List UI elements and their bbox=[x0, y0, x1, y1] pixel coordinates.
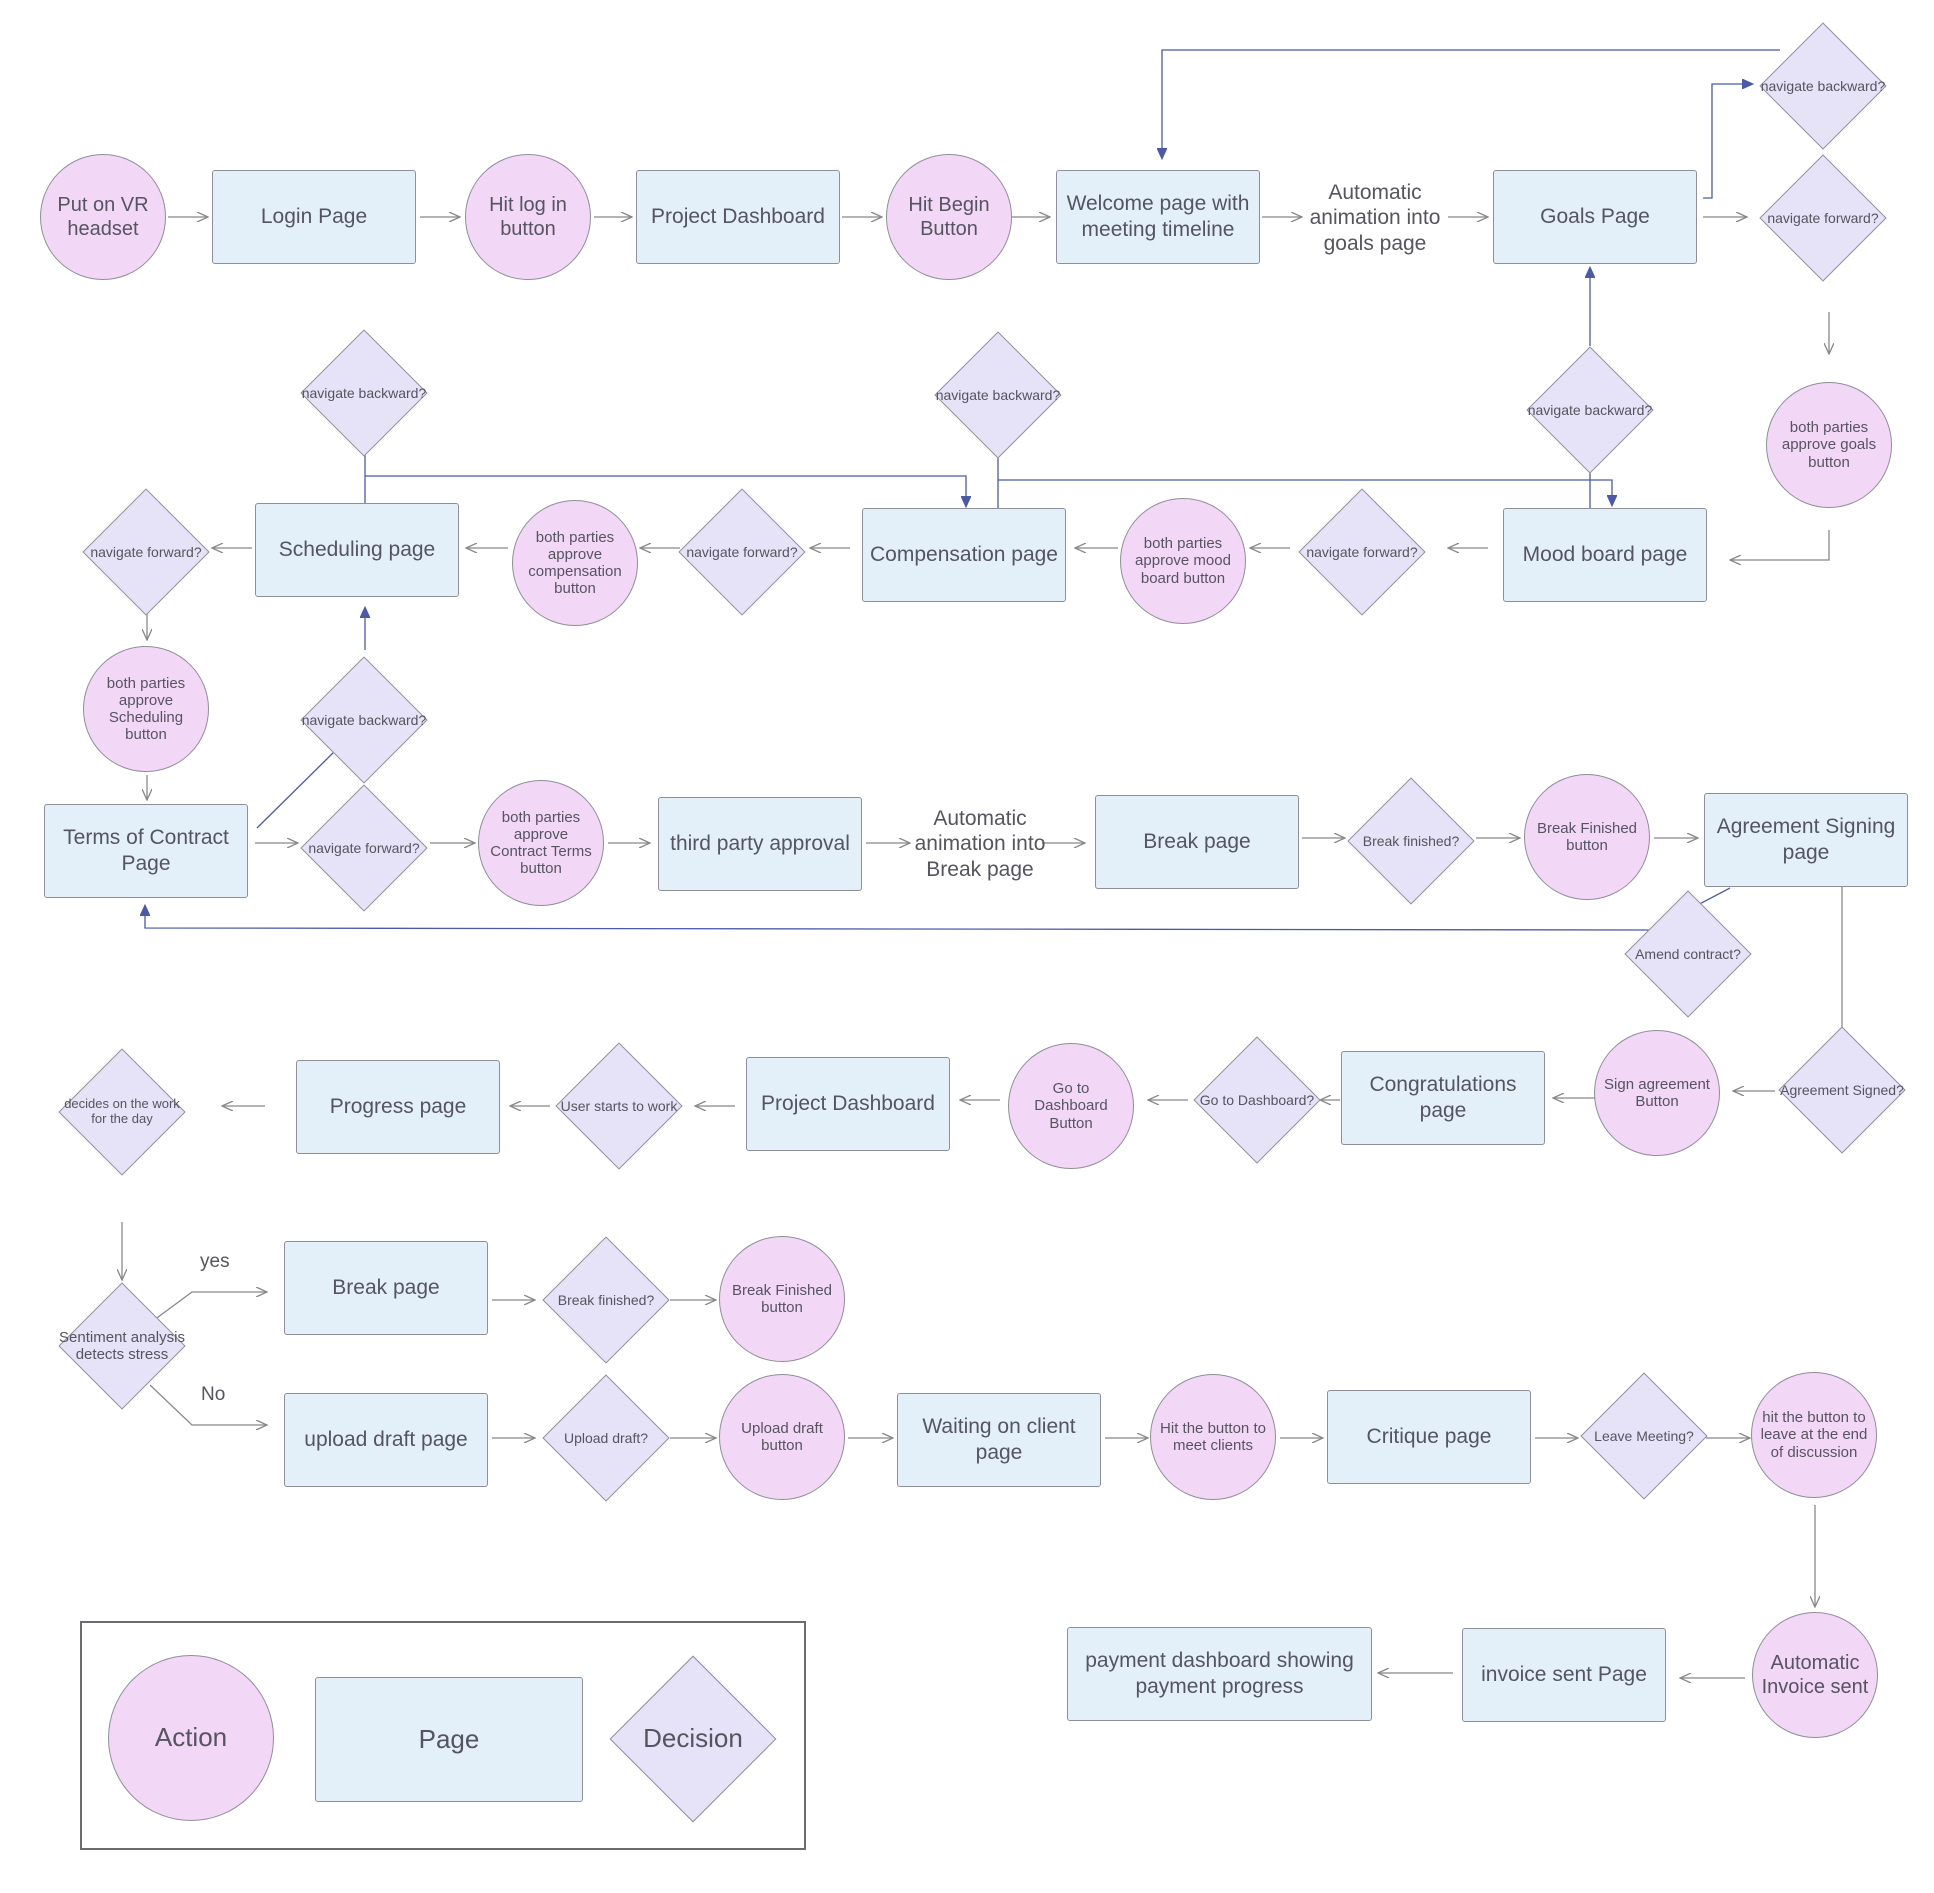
decision-go-to-dashboard: Go to Dashboard? bbox=[1193, 1036, 1321, 1164]
page-agreement-signing: Agreement Signing page bbox=[1704, 793, 1908, 887]
text-automatic-animation-break: Automatic animation into Break page bbox=[914, 806, 1046, 881]
legend-action-shape: Action bbox=[108, 1655, 274, 1821]
text-automatic-animation-goals: Automatic animation into goals page bbox=[1309, 180, 1441, 255]
edge-goals-navback bbox=[1703, 84, 1752, 199]
edge-label-no: No bbox=[201, 1384, 226, 1405]
page-congratulations: Congratulations page bbox=[1341, 1051, 1545, 1145]
decision-terms-navigate-forward: navigate forward? bbox=[300, 784, 428, 912]
page-terms-of-contract: Terms of Contract Page bbox=[44, 804, 248, 898]
edge-sched-to-comp bbox=[365, 475, 966, 506]
legend bbox=[80, 1621, 806, 1850]
page-mood-board: Mood board page bbox=[1503, 508, 1707, 602]
action-hit-begin-button: Hit Begin Button bbox=[886, 154, 1012, 280]
row2-connectors bbox=[147, 548, 1488, 800]
action-leave-discussion-button: hit the button to leave at the end of di… bbox=[1751, 1372, 1877, 1498]
edge-terms-navback bbox=[256, 749, 337, 829]
decision-user-starts-to-work: User starts to work bbox=[555, 1042, 683, 1170]
decision-mood-navigate-backward: navigate backward? bbox=[1526, 346, 1654, 474]
page-payment-dashboard: payment dashboard showing payment progre… bbox=[1067, 1627, 1372, 1721]
legend-page-shape: Page bbox=[315, 1677, 583, 1802]
edge-sentiment-yes-break bbox=[149, 1292, 267, 1324]
action-approve-contract-terms: both parties approve Contract Terms butt… bbox=[478, 780, 604, 906]
decision-goals-navigate-backward: navigate backward? bbox=[1759, 22, 1887, 150]
decision-terms-navigate-backward: navigate backward? bbox=[300, 656, 428, 784]
decision-decides-work: decides on the work for the day bbox=[58, 1048, 186, 1176]
page-progress: Progress page bbox=[296, 1060, 500, 1154]
row4-connectors bbox=[122, 1091, 1775, 1280]
row5-connectors bbox=[149, 1292, 1815, 1678]
row3-connectors bbox=[255, 838, 1843, 1028]
page-waiting-on-client: Waiting on client page bbox=[897, 1393, 1101, 1487]
action-put-on-vr-headset: Put on VR headset bbox=[40, 154, 166, 280]
action-approve-scheduling: both parties approve Scheduling button bbox=[83, 646, 209, 772]
row1-connectors bbox=[168, 217, 1829, 560]
action-sign-agreement-button: Sign agreement Button bbox=[1594, 1030, 1720, 1156]
page-third-party-approval: third party approval bbox=[658, 797, 862, 891]
action-hit-log-in-button: Hit log in button bbox=[465, 154, 591, 280]
decision-goals-navigate-forward: navigate forward? bbox=[1759, 154, 1887, 282]
page-critique: Critique page bbox=[1327, 1390, 1531, 1484]
decision-sched-navigate-forward: navigate forward? bbox=[82, 488, 210, 616]
decision-break-finished: Break finished? bbox=[1347, 777, 1475, 905]
action-upload-draft-button: Upload draft button bbox=[719, 1374, 845, 1500]
page-scheduling: Scheduling page bbox=[255, 503, 459, 597]
legend-decision-shape: Decision bbox=[609, 1655, 777, 1823]
decision-sched-navigate-backward: navigate backward? bbox=[300, 329, 428, 457]
action-break-finished-button: Break Finished button bbox=[1524, 774, 1650, 900]
decision-comp-navigate-backward: navigate backward? bbox=[934, 331, 1062, 459]
decision-sentiment-stress: Sentiment analysis detects stress bbox=[58, 1282, 186, 1410]
edge-navback-welcome bbox=[1162, 49, 1780, 158]
page-project-dashboard: Project Dashboard bbox=[636, 170, 840, 264]
page-upload-draft: upload draft page bbox=[284, 1393, 488, 1487]
action-break-finished-button-2: Break Finished button bbox=[719, 1236, 845, 1362]
action-automatic-invoice-sent: Automatic Invoice sent bbox=[1752, 1612, 1878, 1738]
page-welcome: Welcome page with meeting timeline bbox=[1056, 170, 1260, 264]
page-project-dashboard-2: Project Dashboard bbox=[746, 1057, 950, 1151]
decision-amend-contract: Amend contract? bbox=[1624, 890, 1752, 1018]
action-approve-goals: both parties approve goals button bbox=[1766, 382, 1892, 508]
action-approve-compensation: both parties approve compensation button bbox=[512, 500, 638, 626]
page-invoice-sent: invoice sent Page bbox=[1462, 1628, 1666, 1722]
edge-label-yes: yes bbox=[200, 1251, 230, 1272]
decision-leave-meeting: Leave Meeting? bbox=[1580, 1372, 1708, 1500]
decision-upload-draft: Upload draft? bbox=[542, 1374, 670, 1502]
page-login: Login Page bbox=[212, 170, 416, 264]
decision-mood-navigate-forward: navigate forward? bbox=[1298, 488, 1426, 616]
decision-break-finished-2: Break finished? bbox=[542, 1236, 670, 1364]
decision-agreement-signed: Agreement Signed? bbox=[1778, 1026, 1906, 1154]
action-meet-clients-button: Hit the button to meet clients bbox=[1150, 1374, 1276, 1500]
action-go-to-dashboard-button: Go to Dashboard Button bbox=[1008, 1043, 1134, 1169]
edge-comp-to-mood bbox=[998, 479, 1612, 505]
decision-comp-navigate-forward: navigate forward? bbox=[678, 488, 806, 616]
page-break-2: Break page bbox=[284, 1241, 488, 1335]
page-break: Break page bbox=[1095, 795, 1299, 889]
page-compensation: Compensation page bbox=[862, 508, 1066, 602]
action-approve-mood-board: both parties approve mood board button bbox=[1120, 498, 1246, 624]
edge-approvegoals-mood bbox=[1730, 530, 1830, 560]
page-goals: Goals Page bbox=[1493, 170, 1697, 264]
edge-sentiment-no-upload bbox=[149, 1384, 267, 1425]
